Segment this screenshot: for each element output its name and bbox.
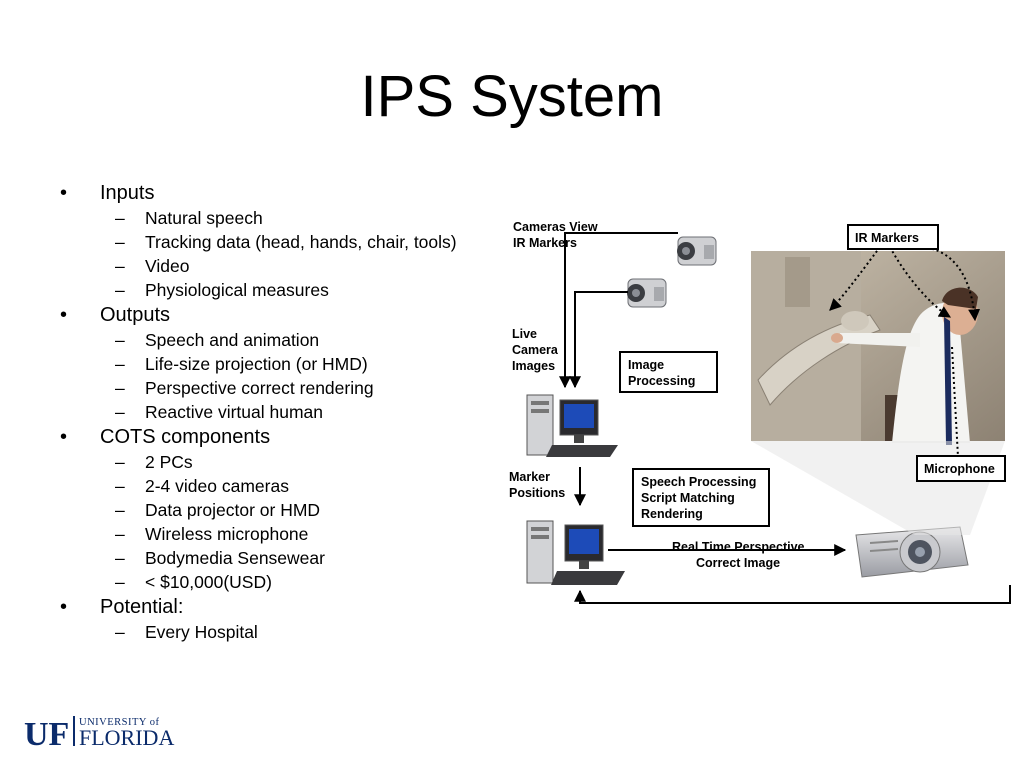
sub-bullet: –2 PCs xyxy=(60,450,510,474)
clinician-photo xyxy=(751,251,1005,445)
sub-bullet: –Every Hospital xyxy=(60,620,510,644)
rendering-label: Rendering xyxy=(641,507,703,521)
dash-icon: – xyxy=(115,500,125,520)
sub-bullet-text: Bodymedia Sensewear xyxy=(145,548,325,568)
bullet-dot-icon: • xyxy=(60,426,68,448)
images-label: Images xyxy=(512,359,555,373)
bullet-heading-text: Potential: xyxy=(100,596,184,618)
sub-bullet-text: Perspective correct rendering xyxy=(145,378,374,398)
sub-bullet: –Perspective correct rendering xyxy=(60,376,510,400)
camera-icon xyxy=(677,236,717,266)
positions-label: Positions xyxy=(509,486,565,500)
image-processing-box xyxy=(619,351,718,393)
microphone-label: Microphone xyxy=(924,462,995,476)
camera-label: Camera xyxy=(512,343,559,357)
sub-bullet: –Physiological measures xyxy=(60,278,510,302)
uf-logo-mark: UF xyxy=(24,716,69,750)
university-of-text: UNIVERSITY of xyxy=(79,717,159,728)
correct-image-label: Correct Image xyxy=(696,556,780,570)
bullet-heading: • COTS components xyxy=(60,424,510,450)
cameras-view-label: Cameras View xyxy=(513,220,598,234)
sub-bullet-text: Every Hospital xyxy=(145,622,258,642)
sub-bullet: –Video xyxy=(60,254,510,278)
sub-bullet: –Wireless microphone xyxy=(60,522,510,546)
sub-bullet: –Speech and animation xyxy=(60,328,510,352)
bullet-heading: • Potential: xyxy=(60,594,510,620)
projector-icon xyxy=(855,526,969,578)
bullet-dot-icon: • xyxy=(60,596,68,618)
dash-icon: – xyxy=(115,572,125,592)
sub-bullet-text: < $10,000(USD) xyxy=(145,572,272,592)
sub-bullet-text: Physiological measures xyxy=(145,280,329,300)
sub-bullet-text: Wireless microphone xyxy=(145,524,309,544)
bullet-heading: • Outputs xyxy=(60,302,510,328)
dash-icon: – xyxy=(115,354,125,374)
speech-processing-box xyxy=(632,468,770,527)
dash-icon: – xyxy=(115,622,125,642)
dash-icon: – xyxy=(115,402,125,422)
sub-bullet-text: Video xyxy=(145,256,190,276)
sub-bullet: –Data projector or HMD xyxy=(60,498,510,522)
sub-bullet: –Bodymedia Sensewear xyxy=(60,546,510,570)
sub-bullet-text: Speech and animation xyxy=(145,330,320,350)
realtime-label: Real Time Perspective xyxy=(672,540,805,554)
uf-logo: UF UNIVERSITY of FLORIDA xyxy=(24,716,174,750)
bullet-dot-icon: • xyxy=(60,304,68,326)
sub-bullet-text: 2-4 video cameras xyxy=(145,476,289,496)
pc-icon xyxy=(526,520,625,585)
live-label: Live xyxy=(512,327,537,341)
bullet-heading-text: Outputs xyxy=(100,304,171,326)
bullet-heading-text: COTS components xyxy=(100,426,271,448)
sub-bullet-text: 2 PCs xyxy=(145,452,193,472)
florida-text: FLORIDA xyxy=(79,725,174,750)
cameras-view-label-2: IR Markers xyxy=(513,236,577,250)
dash-icon: – xyxy=(115,256,125,276)
dash-icon: – xyxy=(115,452,125,472)
microphone-box xyxy=(916,455,1006,482)
ir-markers-box xyxy=(847,224,939,250)
processing-label: Processing xyxy=(628,374,695,388)
sub-bullet: –Life-size projection (or HMD) xyxy=(60,352,510,376)
sub-bullet: –Natural speech xyxy=(60,206,510,230)
image-label: Image xyxy=(628,358,664,372)
bullet-heading: • Inputs xyxy=(60,180,510,206)
dash-icon: – xyxy=(115,280,125,300)
sub-bullet-text: Life-size projection (or HMD) xyxy=(145,354,368,374)
dash-icon: – xyxy=(115,378,125,398)
dash-icon: – xyxy=(115,476,125,496)
sub-bullet: –< $10,000(USD) xyxy=(60,570,510,594)
script-matching-label: Script Matching xyxy=(641,491,735,505)
dash-icon: – xyxy=(115,232,125,252)
ir-markers-label: IR Markers xyxy=(855,231,919,245)
bullet-heading-text: Inputs xyxy=(100,182,155,204)
pc-icon xyxy=(526,394,618,457)
dash-icon: – xyxy=(115,524,125,544)
dash-icon: – xyxy=(115,208,125,228)
system-diagram: Cameras View IR Markers IR Markers Live … xyxy=(509,220,1011,604)
speech-processing-label: Speech Processing xyxy=(641,475,756,489)
sub-bullet: –Tracking data (head, hands, chair, tool… xyxy=(60,230,510,254)
sub-bullet: –Reactive virtual human xyxy=(60,400,510,424)
dash-icon: – xyxy=(115,330,125,350)
camera-icon xyxy=(627,278,667,308)
bullet-dot-icon: • xyxy=(60,182,68,204)
slide-title: IPS System xyxy=(360,64,664,129)
sub-bullet-text: Natural speech xyxy=(145,208,263,228)
sub-bullet-text: Reactive virtual human xyxy=(145,402,323,422)
bullet-list: •Inputs–Natural speech–Tracking data (he… xyxy=(60,180,510,644)
sub-bullet-text: Tracking data (head, hands, chair, tools… xyxy=(145,232,457,252)
sub-bullet: –2-4 video cameras xyxy=(60,474,510,498)
sub-bullet-text: Data projector or HMD xyxy=(145,500,321,520)
dash-icon: – xyxy=(115,548,125,568)
marker-label: Marker xyxy=(509,470,550,484)
